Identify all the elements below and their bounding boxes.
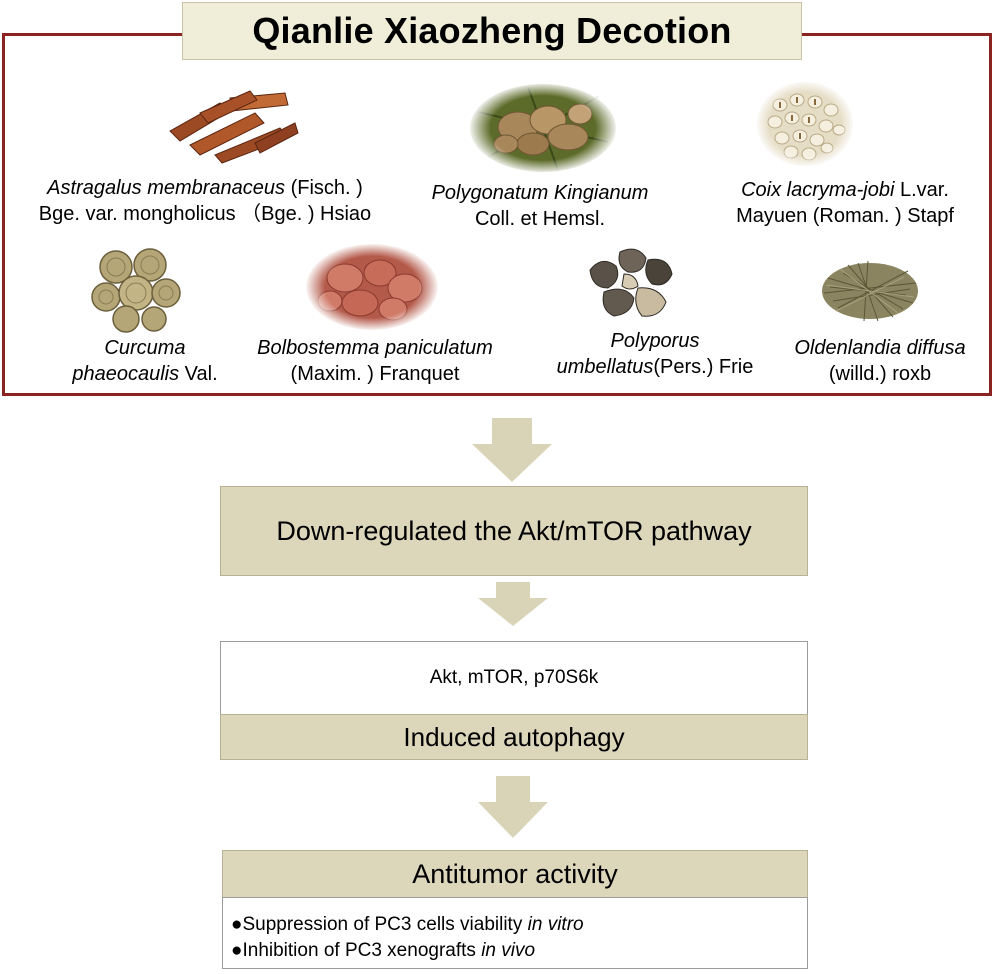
herb-name-italic: umbellatus <box>556 356 654 378</box>
herb-label-oldenlandia: Oldenlandia diffusa (willd.) roxb <box>770 335 990 387</box>
coix-seeds-image <box>755 80 855 168</box>
page-title: Qianlie Xiaozheng Decotion <box>252 10 732 51</box>
bullet-icon: ● <box>231 914 243 935</box>
herb-name-rest: (Pers.) Frie <box>653 356 754 378</box>
antitumor-item: ●Suppression of PC3 cells viability in v… <box>231 914 584 936</box>
autophagy-box: Induced autophagy <box>220 714 808 760</box>
antitumor-item-text: Suppression of PC3 cells viability <box>242 914 528 935</box>
autophagy-label: Induced autophagy <box>403 721 625 752</box>
herb-name-italic: Bolbostemma paniculatum <box>257 337 493 359</box>
bolbostemma-tubers-image <box>305 243 439 331</box>
herb-name-rest: (Fisch. ) <box>285 177 363 199</box>
curcuma-slices-image <box>91 248 181 333</box>
bullet-icon: ● <box>231 940 243 961</box>
herb-label-bolbostemma: Bolbostemma paniculatum (Maxim. ) Franqu… <box>225 335 525 387</box>
targets-label: Akt, mTOR, p70S6k <box>429 667 599 688</box>
herb-name-line2: (willd.) roxb <box>828 363 932 385</box>
polygonatum-rhizome-image <box>468 82 618 174</box>
title-box: Qianlie Xiaozheng Decotion <box>182 2 802 60</box>
herb-name-italic: phaeocaulis <box>72 363 180 385</box>
herb-name-italic: Oldenlandia diffusa <box>794 337 966 359</box>
astragalus-root-slices-image <box>169 90 299 164</box>
herb-name-line2: Coll. et Hemsl. <box>474 208 606 230</box>
down-arrow-icon <box>478 582 548 626</box>
herb-name-rest: Val. <box>179 363 218 385</box>
down-arrow-icon <box>472 418 552 482</box>
herb-label-polygonatum: Polygonatum Kingianum Coll. et Hemsl. <box>385 180 695 232</box>
pathway-label: Down-regulated the Akt/mTOR pathway <box>276 515 752 546</box>
herb-label-astragalus: Astragalus membranaceus (Fisch. ) Bge. v… <box>10 175 400 227</box>
herb-label-coix: Coix lacryma-jobi L.var. Mayuen (Roman. … <box>700 177 990 229</box>
herb-name-line2: Bge. var. mongholicus （Bge. ) Hsiao <box>38 203 372 225</box>
polyporus-sclerotia-image <box>589 248 673 317</box>
pathway-box: Down-regulated the Akt/mTOR pathway <box>220 486 808 576</box>
antitumor-item-text: Inhibition of PC3 xenografts <box>242 940 482 961</box>
antitumor-item: ●Inhibition of PC3 xenografts in vivo <box>231 940 535 962</box>
antitumor-header-box: Antitumor activity <box>222 850 808 898</box>
herb-name-italic: Polygonatum Kingianum <box>431 182 649 204</box>
herb-name-rest: L.var. <box>894 179 949 201</box>
antitumor-items-box: ●Suppression of PC3 cells viability in v… <box>222 897 808 969</box>
antitumor-label: Antitumor activity <box>412 858 618 889</box>
herb-name-line2: Mayuen (Roman. ) Stapf <box>736 205 954 227</box>
down-arrow-icon <box>478 776 548 838</box>
herb-name-italic: Astragalus membranaceus <box>47 177 286 199</box>
herb-label-curcuma: Curcuma phaeocaulis Val. <box>45 335 245 387</box>
herb-name-italic: Polyporus <box>610 330 700 352</box>
herb-name-line2: (Maxim. ) Franquet <box>290 363 460 385</box>
herb-name-italic: Curcuma <box>104 337 186 359</box>
herb-name-italic: Coix lacryma-jobi <box>741 179 895 201</box>
antitumor-item-italic: in vivo <box>481 940 536 961</box>
herb-label-polyporus: Polyporus umbellatus(Pers.) Frie <box>530 328 780 380</box>
targets-box: Akt, mTOR, p70S6k <box>220 641 808 715</box>
oldenlandia-herb-image <box>822 260 918 322</box>
antitumor-item-italic: in vitro <box>527 914 584 935</box>
